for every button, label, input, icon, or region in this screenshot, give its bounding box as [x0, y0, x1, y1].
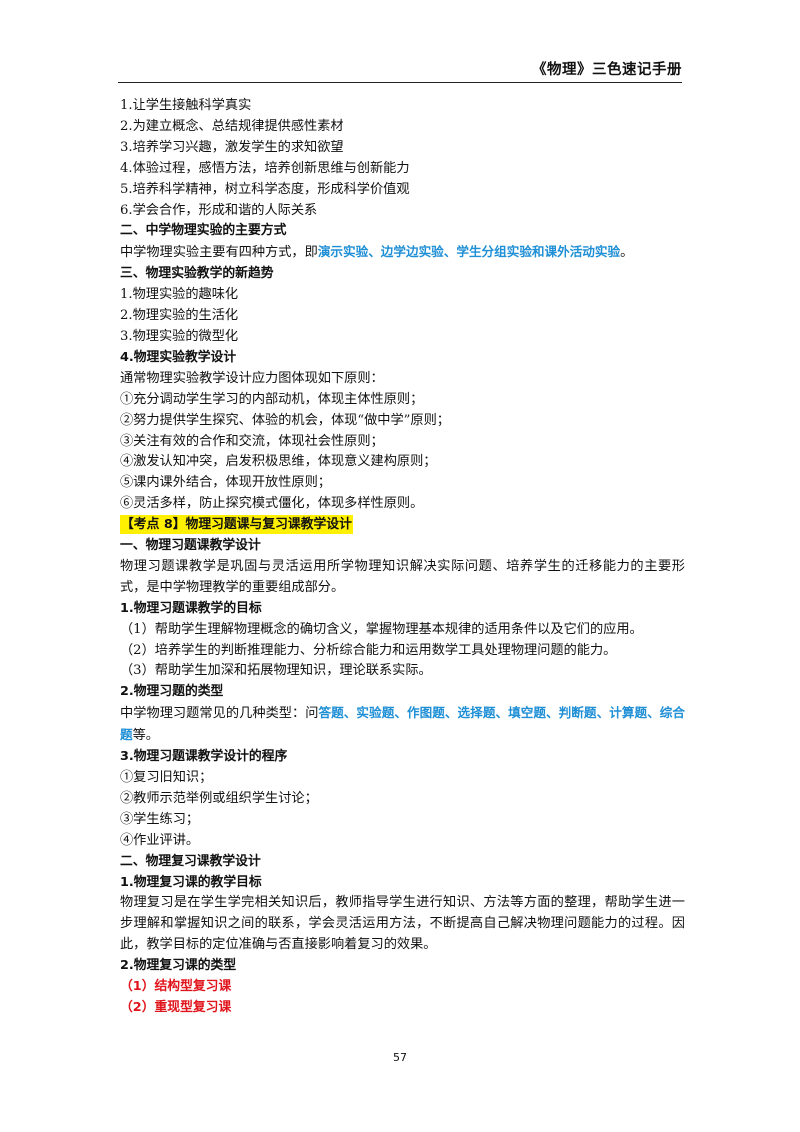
- list-item: （2）培养学生的判断推理能力、分析综合能力和运用数学工具处理物理问题的能力。: [120, 642, 617, 658]
- section-heading: 3.物理习题课教学设计的程序: [120, 749, 288, 765]
- section-heading: 一、物理习题课教学设计: [120, 538, 261, 554]
- list-item: （1）帮助学生理解物理概念的确切含义，掌握物理基本规律的适用条件以及它们的应用。: [120, 621, 643, 637]
- list-item: 6.学会合作，形成和谐的人际关系: [120, 202, 318, 218]
- ways-highlight: 演示实验、边学边实验、学生分组实验和课外活动实验: [317, 244, 621, 260]
- section-heading: 2.物理复习课的类型: [120, 958, 237, 974]
- types-suffix: 等。: [132, 728, 159, 744]
- list-item: ③关注有效的合作和交流，体现社会性原则；: [120, 433, 384, 449]
- section-heading: 1.物理习题课教学的目标: [120, 600, 262, 616]
- types-highlight: 答题、实验题、作图题、选择题、填空题、判断题、计算题、综合题: [120, 705, 686, 743]
- review-paragraph: 物理复习是在学生学完相关知识后，教师指导学生进行知识、方法等方面的整理，帮助学生…: [120, 895, 685, 953]
- list-item: ①充分调动学生学习的内部动机，体现主体性原则；: [120, 391, 424, 407]
- section-heading: 1.物理复习课的教学目标: [120, 874, 262, 890]
- section-heading: 三、物理实验教学的新趋势: [120, 266, 274, 282]
- kaodian-highlight: 【考点 8】物理习题课与复习课教学设计: [120, 515, 353, 535]
- types-paragraph: 中学物理习题常见的几种类型：问答题、实验题、作图题、选择题、填空题、判断题、计算…: [120, 703, 685, 747]
- list-item: 3.培养学习兴趣，激发学生的求知欲望: [120, 139, 344, 155]
- design-intro: 通常物理实验教学设计应力图体现如下原则：: [120, 370, 384, 386]
- list-item: ④作业评讲。: [120, 832, 200, 848]
- ways-suffix: 。: [620, 245, 634, 261]
- list-item: 1.让学生接触科学真实: [120, 98, 252, 113]
- list-item: ③学生练习；: [120, 811, 200, 827]
- exercise-paragraph: 物理习题课教学是巩固与灵活运用所学物理知识解决实际问题、培养学生的迁移能力的主要…: [120, 558, 685, 595]
- list-item: 4.体验过程，感悟方法，培养创新思维与创新能力: [120, 160, 410, 176]
- ways-paragraph: 中学物理实验主要有四种方式，即演示实验、边学边实验、学生分组实验和课外活动实验。: [120, 242, 685, 264]
- list-item: 1.物理实验的趣味化: [120, 287, 239, 303]
- list-item: （1）结构型复习课: [120, 979, 232, 995]
- types-prefix: 中学物理习题常见的几种类型：问: [120, 706, 319, 722]
- list-item: （2）重现型复习课: [120, 999, 232, 1015]
- ways-prefix: 中学物理实验主要有四种方式，即: [120, 245, 318, 261]
- page-content: 1.让学生接触科学真实 2.为建立概念、总结规律提供感性素材 3.培养学习兴趣，…: [120, 96, 685, 1019]
- list-item: ②努力提供学生探究、体验的机会，体现“做中学”原则；: [120, 412, 450, 428]
- list-item: ④激发认知冲突，启发积极思维，体现意义建构原则；: [120, 454, 437, 470]
- handbook-title: 《物理》三色速记手册: [532, 62, 682, 78]
- kaodian-row: 【考点 8】物理习题课与复习课教学设计: [120, 515, 685, 536]
- page-number: 57: [393, 1051, 407, 1064]
- list-item: 5.培养科学精神，树立科学态度，形成科学价值观: [120, 181, 410, 197]
- section-heading: 二、中学物理实验的主要方式: [120, 223, 287, 239]
- section-heading: 2.物理习题的类型: [120, 684, 224, 700]
- page-header: 《物理》三色速记手册: [118, 58, 682, 83]
- list-item: 2.为建立概念、总结规律提供感性素材: [120, 118, 344, 134]
- list-item: ⑤课内课外结合，体现开放性原则；: [120, 475, 331, 491]
- section-heading: 二、物理复习课教学设计: [120, 853, 261, 869]
- list-item: ①复习旧知识；: [120, 770, 213, 785]
- list-item: 2.物理实验的生活化: [120, 308, 239, 324]
- section-heading: 4.物理实验教学设计: [120, 349, 237, 365]
- list-item: 3.物理实验的微型化: [120, 328, 239, 344]
- list-item: （3）帮助学生加深和拓展物理知识，理论联系实际。: [120, 663, 432, 679]
- list-item: ⑥灵活多样，防止探究模式僵化，体现多样性原则。: [120, 496, 424, 512]
- list-item: ②教师示范举例或组织学生讨论；: [120, 790, 318, 806]
